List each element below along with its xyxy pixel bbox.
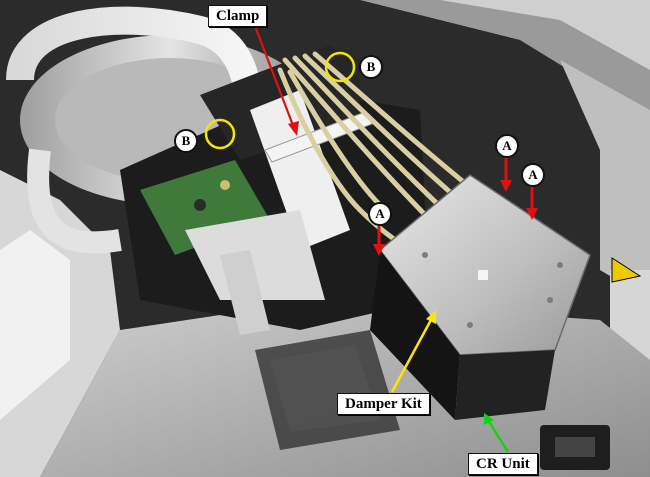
right-frame <box>560 60 650 300</box>
damper-kit-screws <box>422 252 563 328</box>
cr-unit-label: CR Unit <box>468 453 538 475</box>
ribbon-cable-strip <box>220 250 270 335</box>
b-highlight-circle-top <box>324 51 356 83</box>
left-bezel-highlight <box>0 230 70 420</box>
clamp-label: Clamp <box>208 5 268 27</box>
circuit-chip <box>194 199 206 211</box>
damper-kit-side <box>455 350 555 420</box>
marker-a-3: A <box>368 202 392 226</box>
ribbon-cable-lower <box>185 210 325 300</box>
marker-b-top: B <box>359 55 383 79</box>
a-arrow-2 <box>526 186 538 220</box>
clamp-arrow <box>253 25 299 136</box>
cr-unit-socket-inner <box>555 437 595 457</box>
damper-kit-body <box>370 250 460 420</box>
b-highlight-circle-left <box>204 118 236 150</box>
ribbon-cable-left <box>27 148 122 254</box>
carriage-housing <box>120 90 430 330</box>
marker-b-left: B <box>174 129 198 153</box>
circuit-component <box>220 180 230 190</box>
upper-right-cover <box>440 0 650 70</box>
marker-a-1: A <box>495 134 519 158</box>
a-arrow-1 <box>500 156 512 192</box>
a-arrow-3 <box>373 224 385 256</box>
damper-kit-arrow <box>390 310 436 393</box>
top-cover <box>0 0 650 120</box>
damper-kit-tab <box>478 270 488 280</box>
cr-unit-arrow <box>484 413 510 453</box>
ribbon-cable-center <box>250 90 350 250</box>
caution-label <box>611 257 642 283</box>
damper-kit-label: Damper Kit <box>337 393 430 415</box>
marker-a-2: A <box>521 163 545 187</box>
